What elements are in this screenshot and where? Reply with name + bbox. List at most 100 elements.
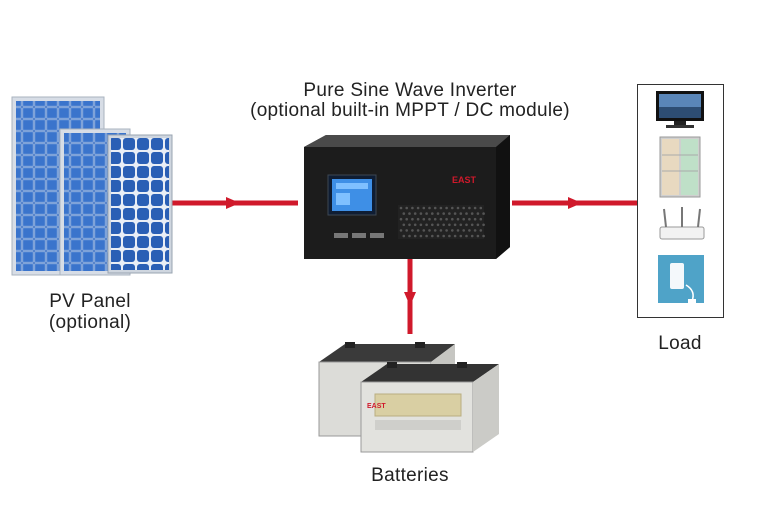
vent-hole: [442, 234, 445, 238]
vent-hole: [433, 217, 437, 221]
vent-hole: [476, 212, 480, 215]
vent-hole: [479, 217, 483, 221]
vent-hole: [419, 212, 423, 215]
vent-hole: [439, 217, 443, 221]
vent-hole: [465, 234, 468, 238]
inverter-brand-logo: EAST: [452, 175, 477, 185]
battery-front: EAST: [360, 362, 499, 453]
vent-hole: [405, 229, 408, 232]
vent-hole: [399, 206, 403, 210]
vent-hole: [453, 234, 457, 238]
vent-hole: [451, 229, 454, 232]
vent-hole: [402, 223, 406, 227]
vent-hole: [439, 206, 443, 210]
vent-hole: [476, 234, 480, 238]
vent-hole: [482, 234, 485, 238]
vent-hole: [479, 206, 483, 210]
battery-brand-logo: EAST: [367, 403, 386, 410]
vent-hole: [431, 223, 434, 227]
vent-hole: [422, 206, 426, 210]
load-label: Load: [658, 333, 702, 354]
vent-hole: [459, 212, 463, 215]
vent-hole: [473, 217, 477, 221]
vent-hole: [445, 217, 448, 221]
vent-hole: [416, 229, 420, 232]
vent-hole: [445, 206, 448, 210]
pv-panel-sublabel: (optional): [48, 312, 132, 333]
inverter-lcd-screen: [327, 174, 377, 216]
vent-hole: [482, 212, 485, 215]
inverter-subtitle: (optional built-in MPPT / DC module): [250, 100, 570, 121]
vent-hole: [428, 206, 431, 210]
vent-hole: [448, 223, 451, 227]
vent-hole: [433, 206, 437, 210]
vent-hole: [453, 212, 457, 215]
vent-hole: [448, 234, 451, 238]
vent-hole: [476, 223, 480, 227]
vent-hole: [402, 212, 406, 215]
vent-hole: [405, 206, 408, 210]
vent-hole: [419, 223, 423, 227]
vent-hole: [411, 206, 414, 210]
inverter-buttons: [334, 233, 384, 238]
vent-hole: [442, 212, 445, 215]
vent-hole: [453, 223, 457, 227]
vent-hole: [462, 206, 465, 210]
refrigerator-icon: [659, 136, 701, 198]
pv-to-inverter-arrow: [168, 197, 298, 209]
vent-hole: [445, 229, 448, 232]
vent-hole: [408, 212, 411, 215]
vent-hole: [456, 217, 460, 221]
batteries-label: Batteries: [371, 465, 449, 486]
vent-hole: [470, 212, 474, 215]
vent-hole: [425, 212, 428, 215]
vent-hole: [399, 217, 403, 221]
vent-hole: [456, 229, 460, 232]
inverter-to-load-arrow: [512, 197, 638, 209]
vent-hole: [470, 223, 474, 227]
phone-charger-icon: [658, 255, 704, 303]
vent-hole: [436, 234, 440, 238]
vent-hole: [411, 217, 414, 221]
vent-hole: [468, 206, 471, 210]
vent-hole: [468, 229, 471, 232]
vent-hole: [408, 234, 411, 238]
tv-icon: [656, 91, 704, 128]
vent-hole: [462, 217, 465, 221]
vent-hole: [465, 212, 468, 215]
vent-hole: [436, 223, 440, 227]
inverter-vent-grille: [398, 205, 484, 239]
vent-hole: [413, 234, 417, 238]
vent-hole: [416, 217, 420, 221]
vent-hole: [399, 229, 403, 232]
vent-hole: [411, 229, 414, 232]
vent-hole: [413, 223, 417, 227]
pv-panel-label: PV Panel: [49, 291, 131, 312]
inverter-to-batteries-arrow: [404, 255, 416, 334]
vent-hole: [416, 206, 420, 210]
vent-hole: [468, 217, 471, 221]
vent-hole: [433, 229, 437, 232]
inverter-title: Pure Sine Wave Inverter: [303, 80, 517, 101]
inverter-vent-dots: [399, 206, 485, 238]
vent-hole: [422, 229, 426, 232]
vent-hole: [436, 212, 440, 215]
vent-hole: [428, 217, 431, 221]
vent-hole: [431, 234, 434, 238]
batteries-image: EAST: [318, 342, 499, 453]
vent-hole: [462, 229, 465, 232]
vent-hole: [425, 223, 428, 227]
vent-hole: [431, 212, 434, 215]
vent-hole: [482, 223, 485, 227]
vent-hole: [402, 234, 406, 238]
vent-hole: [479, 229, 483, 232]
vent-hole: [428, 229, 431, 232]
pv-panel-front: [107, 134, 173, 274]
router-icon: [659, 207, 705, 240]
pv-panel-image: [11, 96, 173, 276]
vent-hole: [425, 234, 428, 238]
vent-hole: [422, 217, 426, 221]
vent-hole: [459, 234, 463, 238]
vent-hole: [456, 206, 460, 210]
vent-hole: [419, 234, 423, 238]
